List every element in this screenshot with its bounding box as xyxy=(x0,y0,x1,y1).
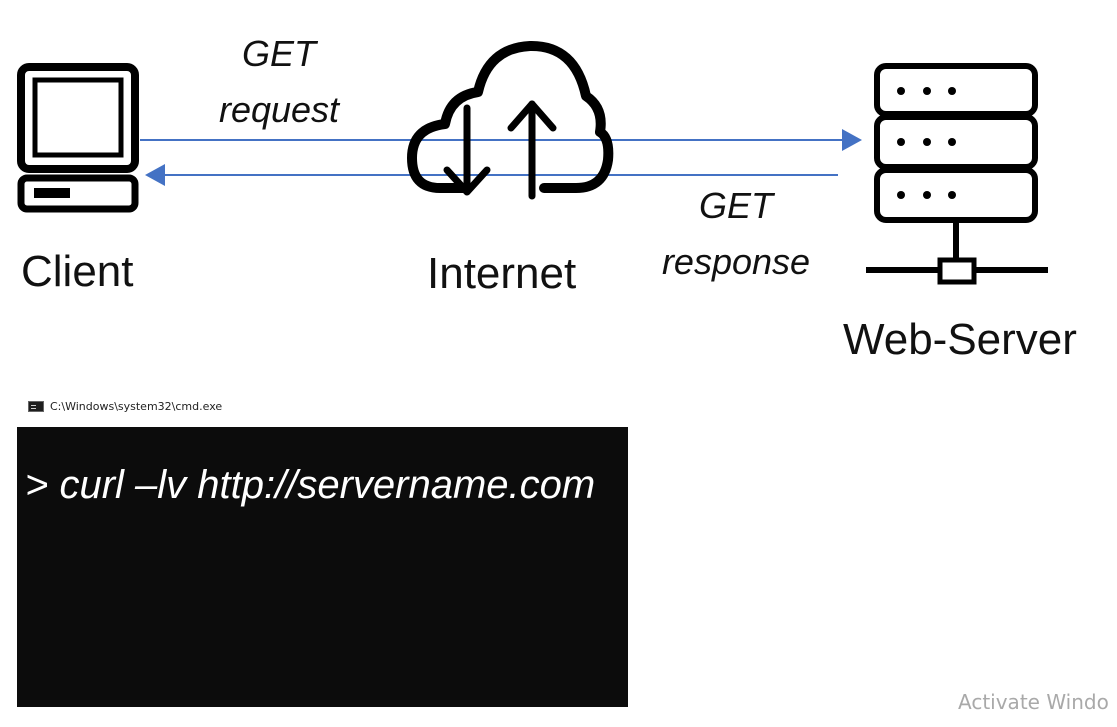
activate-windows-watermark: Activate Windo xyxy=(958,690,1109,714)
request-label-line1: GET xyxy=(241,33,316,74)
web-server-icon xyxy=(866,63,1048,285)
response-arrow xyxy=(145,164,838,186)
cmd-icon xyxy=(28,400,44,412)
internet-label: Internet xyxy=(427,249,577,298)
cmd-window-title: C:\Windows\system32\cmd.exe xyxy=(50,399,223,413)
request-arrow xyxy=(140,129,862,151)
client-computer-icon xyxy=(17,63,139,213)
cmd-terminal[interactable]: > curl –lv http://servername.com xyxy=(17,427,628,707)
request-label-line2: request xyxy=(218,89,340,130)
response-label-line2: response xyxy=(661,241,811,282)
client-label: Client xyxy=(21,247,134,296)
web-server-label: Web-Server xyxy=(843,315,1077,364)
response-label-line1: GET xyxy=(698,185,773,226)
diagram-canvas xyxy=(17,40,1048,285)
cloud-icon xyxy=(407,40,614,200)
cmd-window-titlebar: C:\Windows\system32\cmd.exe xyxy=(28,397,222,415)
curl-command-line: > curl –lv http://servername.com xyxy=(25,463,596,507)
